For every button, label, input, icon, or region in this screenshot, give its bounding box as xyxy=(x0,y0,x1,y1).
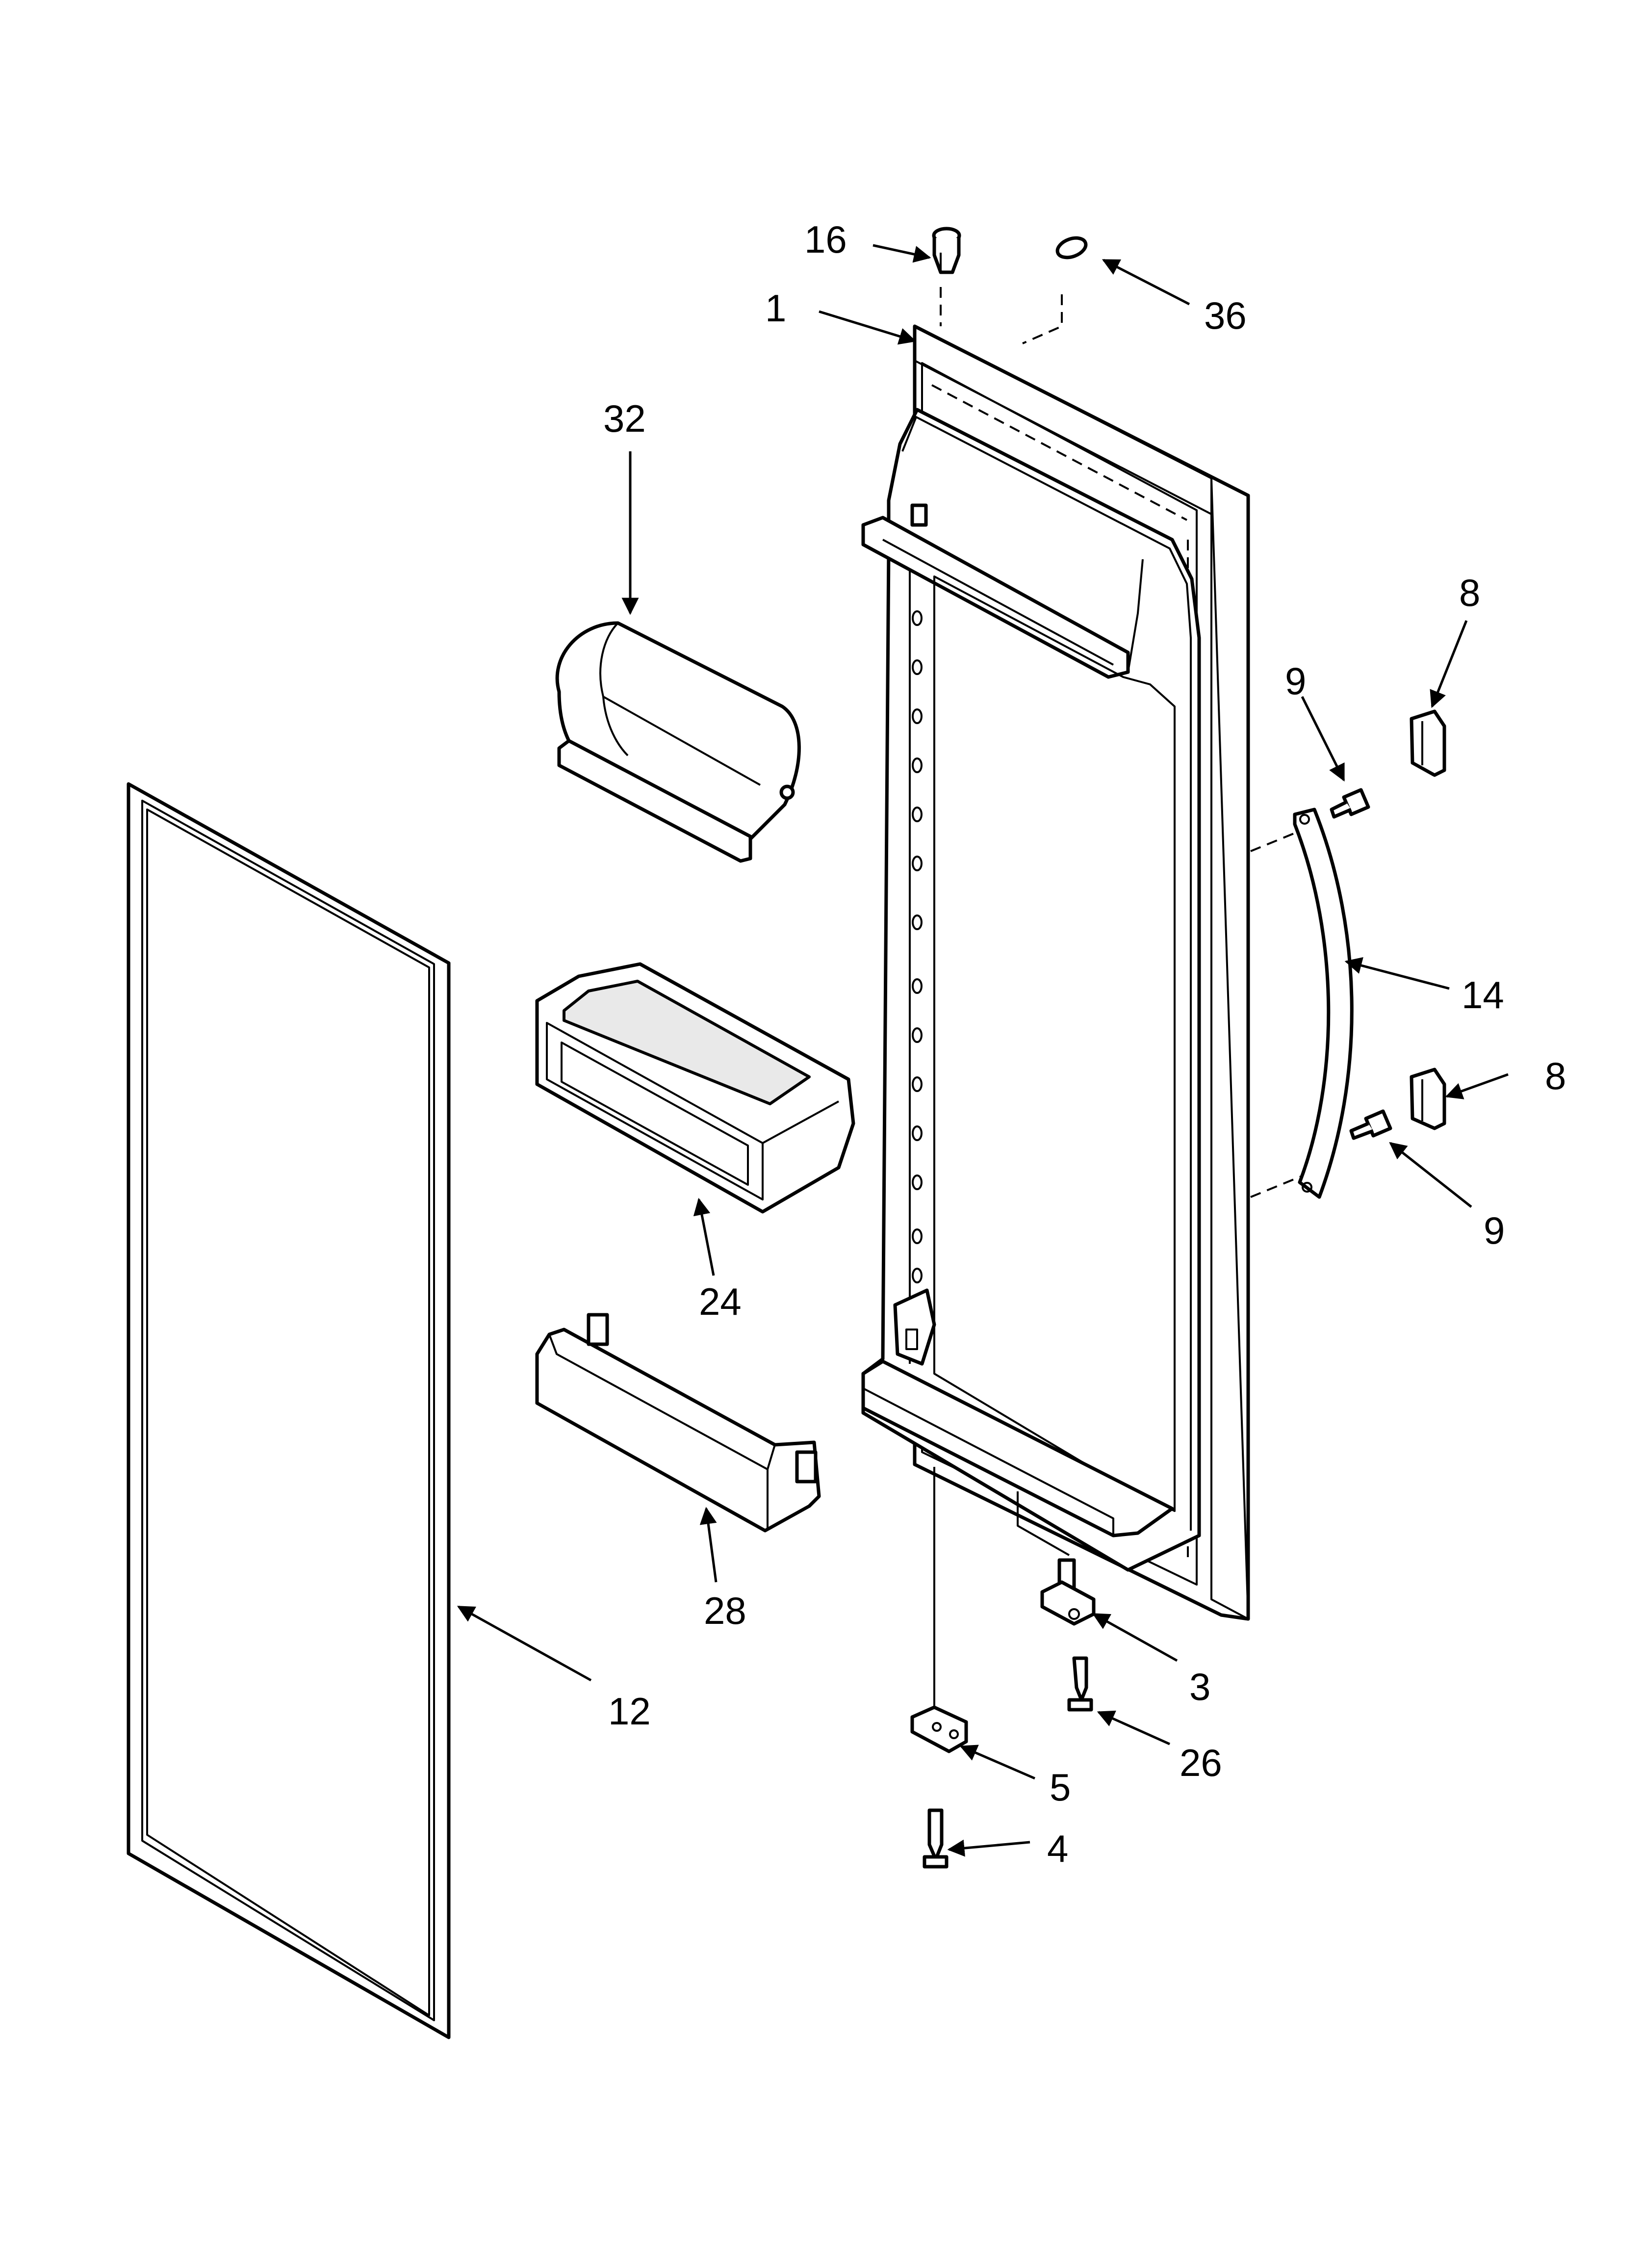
shelf-holes xyxy=(912,610,923,1283)
callout-9-top: 9 xyxy=(1285,659,1306,703)
callout-12: 12 xyxy=(608,1690,651,1733)
callout-9-bottom: 9 xyxy=(1484,1209,1505,1252)
door-bin xyxy=(535,962,855,1214)
callout-16: 16 xyxy=(804,218,847,261)
callout-5: 5 xyxy=(1050,1766,1071,1809)
door-stop-bracket xyxy=(910,1705,968,1753)
bracket-screw xyxy=(923,1808,949,1869)
door-shelf-rail xyxy=(535,1313,821,1533)
handle-screw-top xyxy=(1330,788,1370,819)
callout-8-bottom: 8 xyxy=(1545,1054,1566,1097)
door-handle xyxy=(1293,808,1354,1199)
callout-14: 14 xyxy=(1462,973,1504,1017)
door-cap-plug xyxy=(932,227,961,274)
callout-labels: 16 36 1 32 8 9 14 8 9 24 28 12 3 26 5 4 xyxy=(603,218,1566,1870)
callout-4: 4 xyxy=(1047,1827,1068,1870)
assembly-lines xyxy=(933,287,1305,1717)
dairy-compartment xyxy=(555,621,801,863)
callout-32: 32 xyxy=(603,397,646,440)
door-hinge xyxy=(1040,1558,1096,1626)
door-gasket xyxy=(127,782,451,2039)
callout-8-top: 8 xyxy=(1459,571,1480,614)
callout-36: 36 xyxy=(1204,294,1247,337)
handle-screw-bottom xyxy=(1349,1109,1392,1140)
refrigerator-door xyxy=(861,324,1250,1621)
ring-part xyxy=(1055,236,1088,260)
callout-26: 26 xyxy=(1180,1741,1222,1784)
callout-24: 24 xyxy=(699,1280,742,1323)
callout-3: 3 xyxy=(1189,1665,1210,1708)
hinge-screw xyxy=(1067,1656,1093,1712)
leader-arrows xyxy=(457,244,1509,1857)
handle-end-cap-top xyxy=(1410,709,1446,777)
handle-end-cap-bottom xyxy=(1410,1068,1446,1130)
callout-28: 28 xyxy=(704,1589,746,1632)
callout-1: 1 xyxy=(765,287,786,330)
